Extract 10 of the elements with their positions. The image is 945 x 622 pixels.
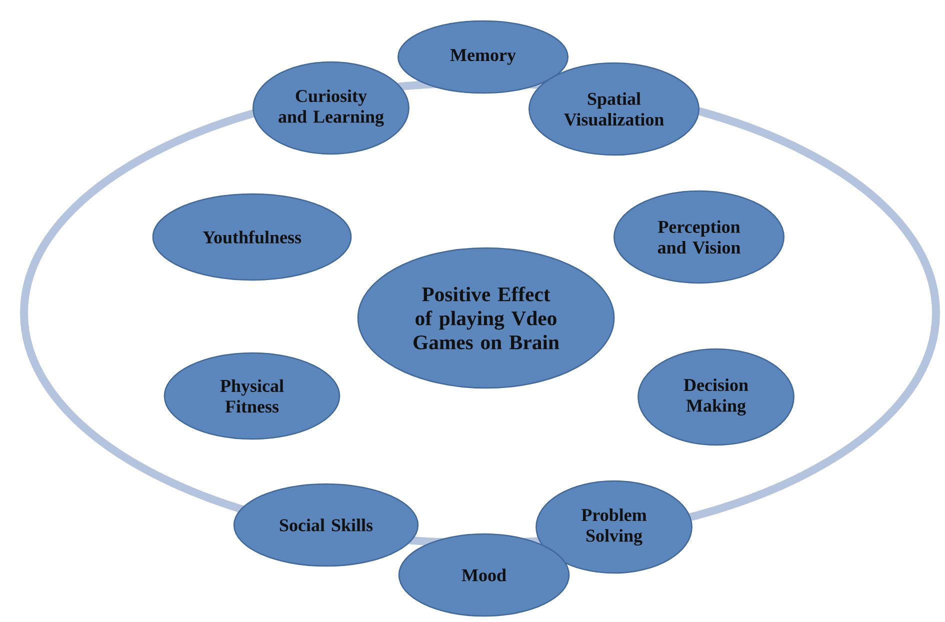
- ellipse-node: Problem Solving: [536, 480, 692, 574]
- ellipse-node: Physical Fitness: [164, 352, 340, 440]
- ellipse-node: Social Skills: [233, 483, 419, 567]
- ellipse-node: Perception and Vision: [613, 190, 785, 284]
- ellipse-node: Mood: [398, 533, 570, 617]
- ellipse-node: Spatial Visualization: [528, 62, 700, 156]
- ellipse-node: Memory: [397, 20, 569, 94]
- ellipse-node: Youthfulness: [152, 193, 352, 281]
- ellipse-node: Decision Making: [638, 348, 794, 446]
- ellipse-node: Curiosity and Learning: [252, 61, 410, 155]
